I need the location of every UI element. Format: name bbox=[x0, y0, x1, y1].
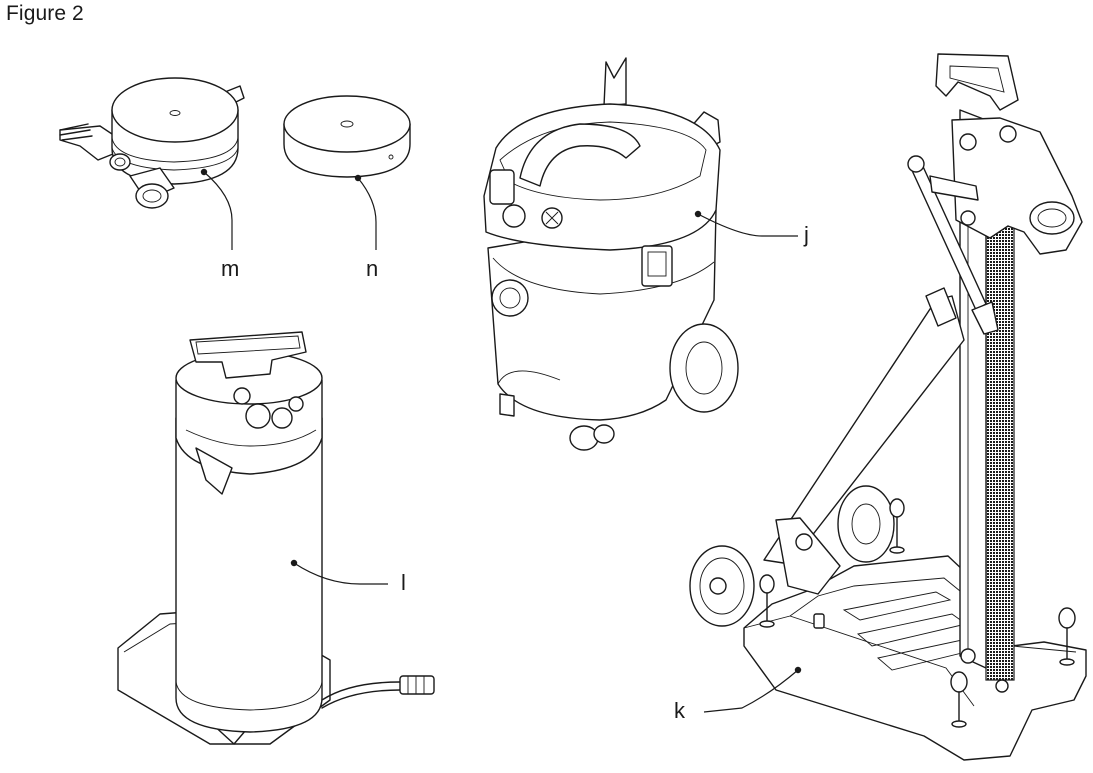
callout-m: m bbox=[221, 256, 239, 281]
callout-k: k bbox=[674, 698, 686, 723]
drill-stand-k: k bbox=[674, 53, 1087, 761]
callout-j: j bbox=[803, 222, 809, 247]
vacuum-base-plate-m: m bbox=[59, 77, 245, 281]
callout-n: n bbox=[366, 256, 378, 281]
figure-title: Figure 2 bbox=[6, 2, 84, 25]
water-tank-l: l bbox=[117, 331, 435, 745]
vacuum-cleaner-j: j bbox=[483, 57, 809, 451]
spacer-disc-n: n bbox=[283, 95, 411, 281]
callout-l: l bbox=[401, 570, 406, 595]
